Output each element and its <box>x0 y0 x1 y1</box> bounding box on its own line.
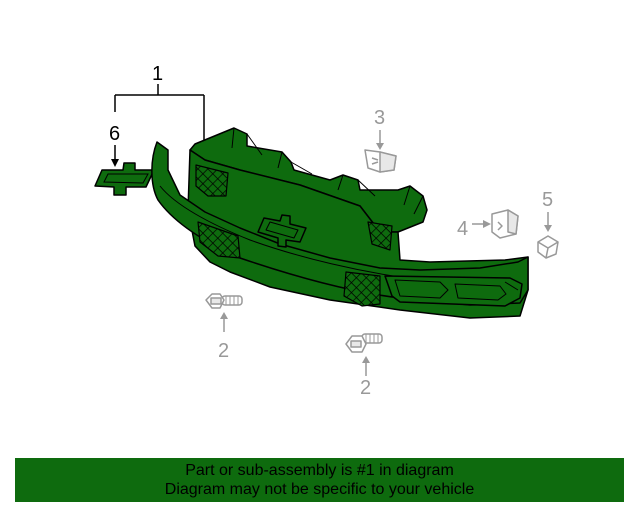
callout-3-arrowhead <box>376 143 384 150</box>
grille-mesh-lower-right <box>343 271 381 307</box>
bowtie-emblem-inner <box>103 173 149 184</box>
callout-2-left-label: 2 <box>218 340 229 362</box>
callout-2-right-arrowhead <box>362 356 370 363</box>
callout-2-left-arrowhead <box>220 312 228 319</box>
grille-lamp-detail <box>394 279 519 301</box>
grille-mesh-upper-left <box>195 164 229 197</box>
grille-rib-lines <box>231 127 424 215</box>
callout-2-right-label: 2 <box>360 377 371 399</box>
banner-line-2: Diagram may not be specific to your vehi… <box>164 481 475 498</box>
callout-5-label: 5 <box>542 189 553 211</box>
callout-4-arrowhead <box>483 220 491 228</box>
bolt-left-part <box>205 293 243 309</box>
bolt-right-part <box>345 333 383 353</box>
grille-assembly-part <box>151 127 529 319</box>
callout-3-label: 3 <box>374 107 385 129</box>
banner-line-1: Part or sub-assembly is #1 in diagram <box>185 462 454 479</box>
callout-4-label: 4 <box>457 218 468 240</box>
info-banner: Part or sub-assembly is #1 in diagram Di… <box>15 458 624 502</box>
retainer-clip-5-part <box>537 235 559 259</box>
retainer-clip-4-part <box>491 209 519 239</box>
callout-6-arrowhead <box>111 159 119 167</box>
grille-mesh-upper-right <box>367 221 393 251</box>
callout-1-label: 1 <box>152 63 163 85</box>
callout-5-arrowhead <box>544 225 552 232</box>
grille-lamp-housing <box>384 275 523 307</box>
callout-1-bracket <box>114 84 205 142</box>
callout-6-label: 6 <box>109 123 120 145</box>
retainer-clip-3-part <box>364 149 397 173</box>
grille-mesh-lower-left <box>197 221 241 259</box>
